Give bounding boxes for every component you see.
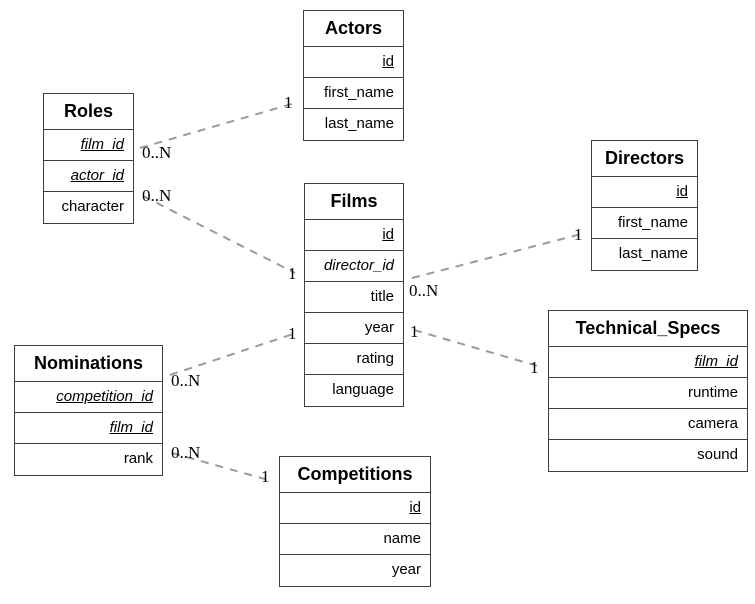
attribute-films-year[interactable]: year (305, 313, 403, 344)
edge-roles-films[interactable] (142, 195, 296, 274)
entity-title-directors: Directors (592, 141, 697, 177)
attribute-actors-first_name[interactable]: first_name (304, 78, 403, 109)
entity-title-competitions: Competitions (280, 457, 430, 493)
edge-roles-actors[interactable] (139, 102, 296, 149)
attribute-technical-specs-runtime[interactable]: runtime (549, 378, 747, 409)
attribute-actors-id[interactable]: id (304, 47, 403, 78)
cardinality-films-technical-specs-target: 1 (530, 358, 539, 377)
attribute-roles-character[interactable]: character (44, 192, 133, 223)
entity-nominations[interactable]: Nominations competition_id film_id rank (14, 345, 163, 476)
attribute-films-rating[interactable]: rating (305, 344, 403, 375)
edge-films-technical-specs[interactable] (413, 329, 542, 368)
attribute-directors-last_name[interactable]: last_name (592, 239, 697, 270)
entity-title-roles: Roles (44, 94, 133, 130)
cardinality-films-directors-source: 0..N (409, 281, 439, 300)
entity-films[interactable]: Films id director_id title year rating l… (304, 183, 404, 407)
attribute-technical-specs-camera[interactable]: camera (549, 409, 747, 440)
cardinality-roles-actors-source: 0..N (142, 143, 172, 162)
attribute-competitions-id[interactable]: id (280, 493, 430, 524)
cardinality-nominations-films-source: 0..N (171, 371, 201, 390)
entity-directors[interactable]: Directors id first_name last_name (591, 140, 698, 271)
attribute-nominations-rank[interactable]: rank (15, 444, 162, 475)
attribute-directors-id[interactable]: id (592, 177, 697, 208)
attribute-nominations-competition_id[interactable]: competition_id (15, 382, 162, 413)
attribute-actors-last_name[interactable]: last_name (304, 109, 403, 140)
attribute-nominations-film_id[interactable]: film_id (15, 413, 162, 444)
attribute-films-id[interactable]: id (305, 220, 403, 251)
attribute-technical-specs-sound[interactable]: sound (549, 440, 747, 471)
attribute-films-director_id[interactable]: director_id (305, 251, 403, 282)
entity-roles[interactable]: Roles film_id actor_id character (43, 93, 134, 224)
attribute-films-language[interactable]: language (305, 375, 403, 406)
entity-technical-specs[interactable]: Technical_Specs film_id runtime camera s… (548, 310, 748, 472)
cardinality-films-technical-specs-source: 1 (410, 322, 419, 341)
attribute-competitions-year[interactable]: year (280, 555, 430, 586)
cardinality-roles-films-target: 1 (288, 264, 297, 283)
cardinality-roles-films-source: 0..N (142, 186, 172, 205)
entity-competitions[interactable]: Competitions id name year (279, 456, 431, 587)
entity-title-films: Films (305, 184, 403, 220)
edge-nominations-films[interactable] (169, 332, 297, 376)
entity-title-technical-specs: Technical_Specs (549, 311, 747, 347)
edge-nominations-competitions[interactable] (171, 452, 273, 482)
entity-title-actors: Actors (304, 11, 403, 47)
cardinality-nominations-films-target: 1 (288, 324, 297, 343)
cardinality-nominations-competitions-source: 0..N (171, 443, 201, 462)
attribute-roles-actor_id[interactable]: actor_id (44, 161, 133, 192)
cardinality-nominations-competitions-target: 1 (261, 467, 270, 486)
edge-films-directors[interactable] (411, 232, 586, 279)
attribute-roles-film_id[interactable]: film_id (44, 130, 133, 161)
attribute-competitions-name[interactable]: name (280, 524, 430, 555)
entity-title-nominations: Nominations (15, 346, 162, 382)
cardinality-films-directors-target: 1 (574, 225, 583, 244)
attribute-technical-specs-film_id[interactable]: film_id (549, 347, 747, 378)
attribute-directors-first_name[interactable]: first_name (592, 208, 697, 239)
cardinality-roles-actors-target: 1 (284, 93, 293, 112)
attribute-films-title[interactable]: title (305, 282, 403, 313)
entity-actors[interactable]: Actors id first_name last_name (303, 10, 404, 141)
